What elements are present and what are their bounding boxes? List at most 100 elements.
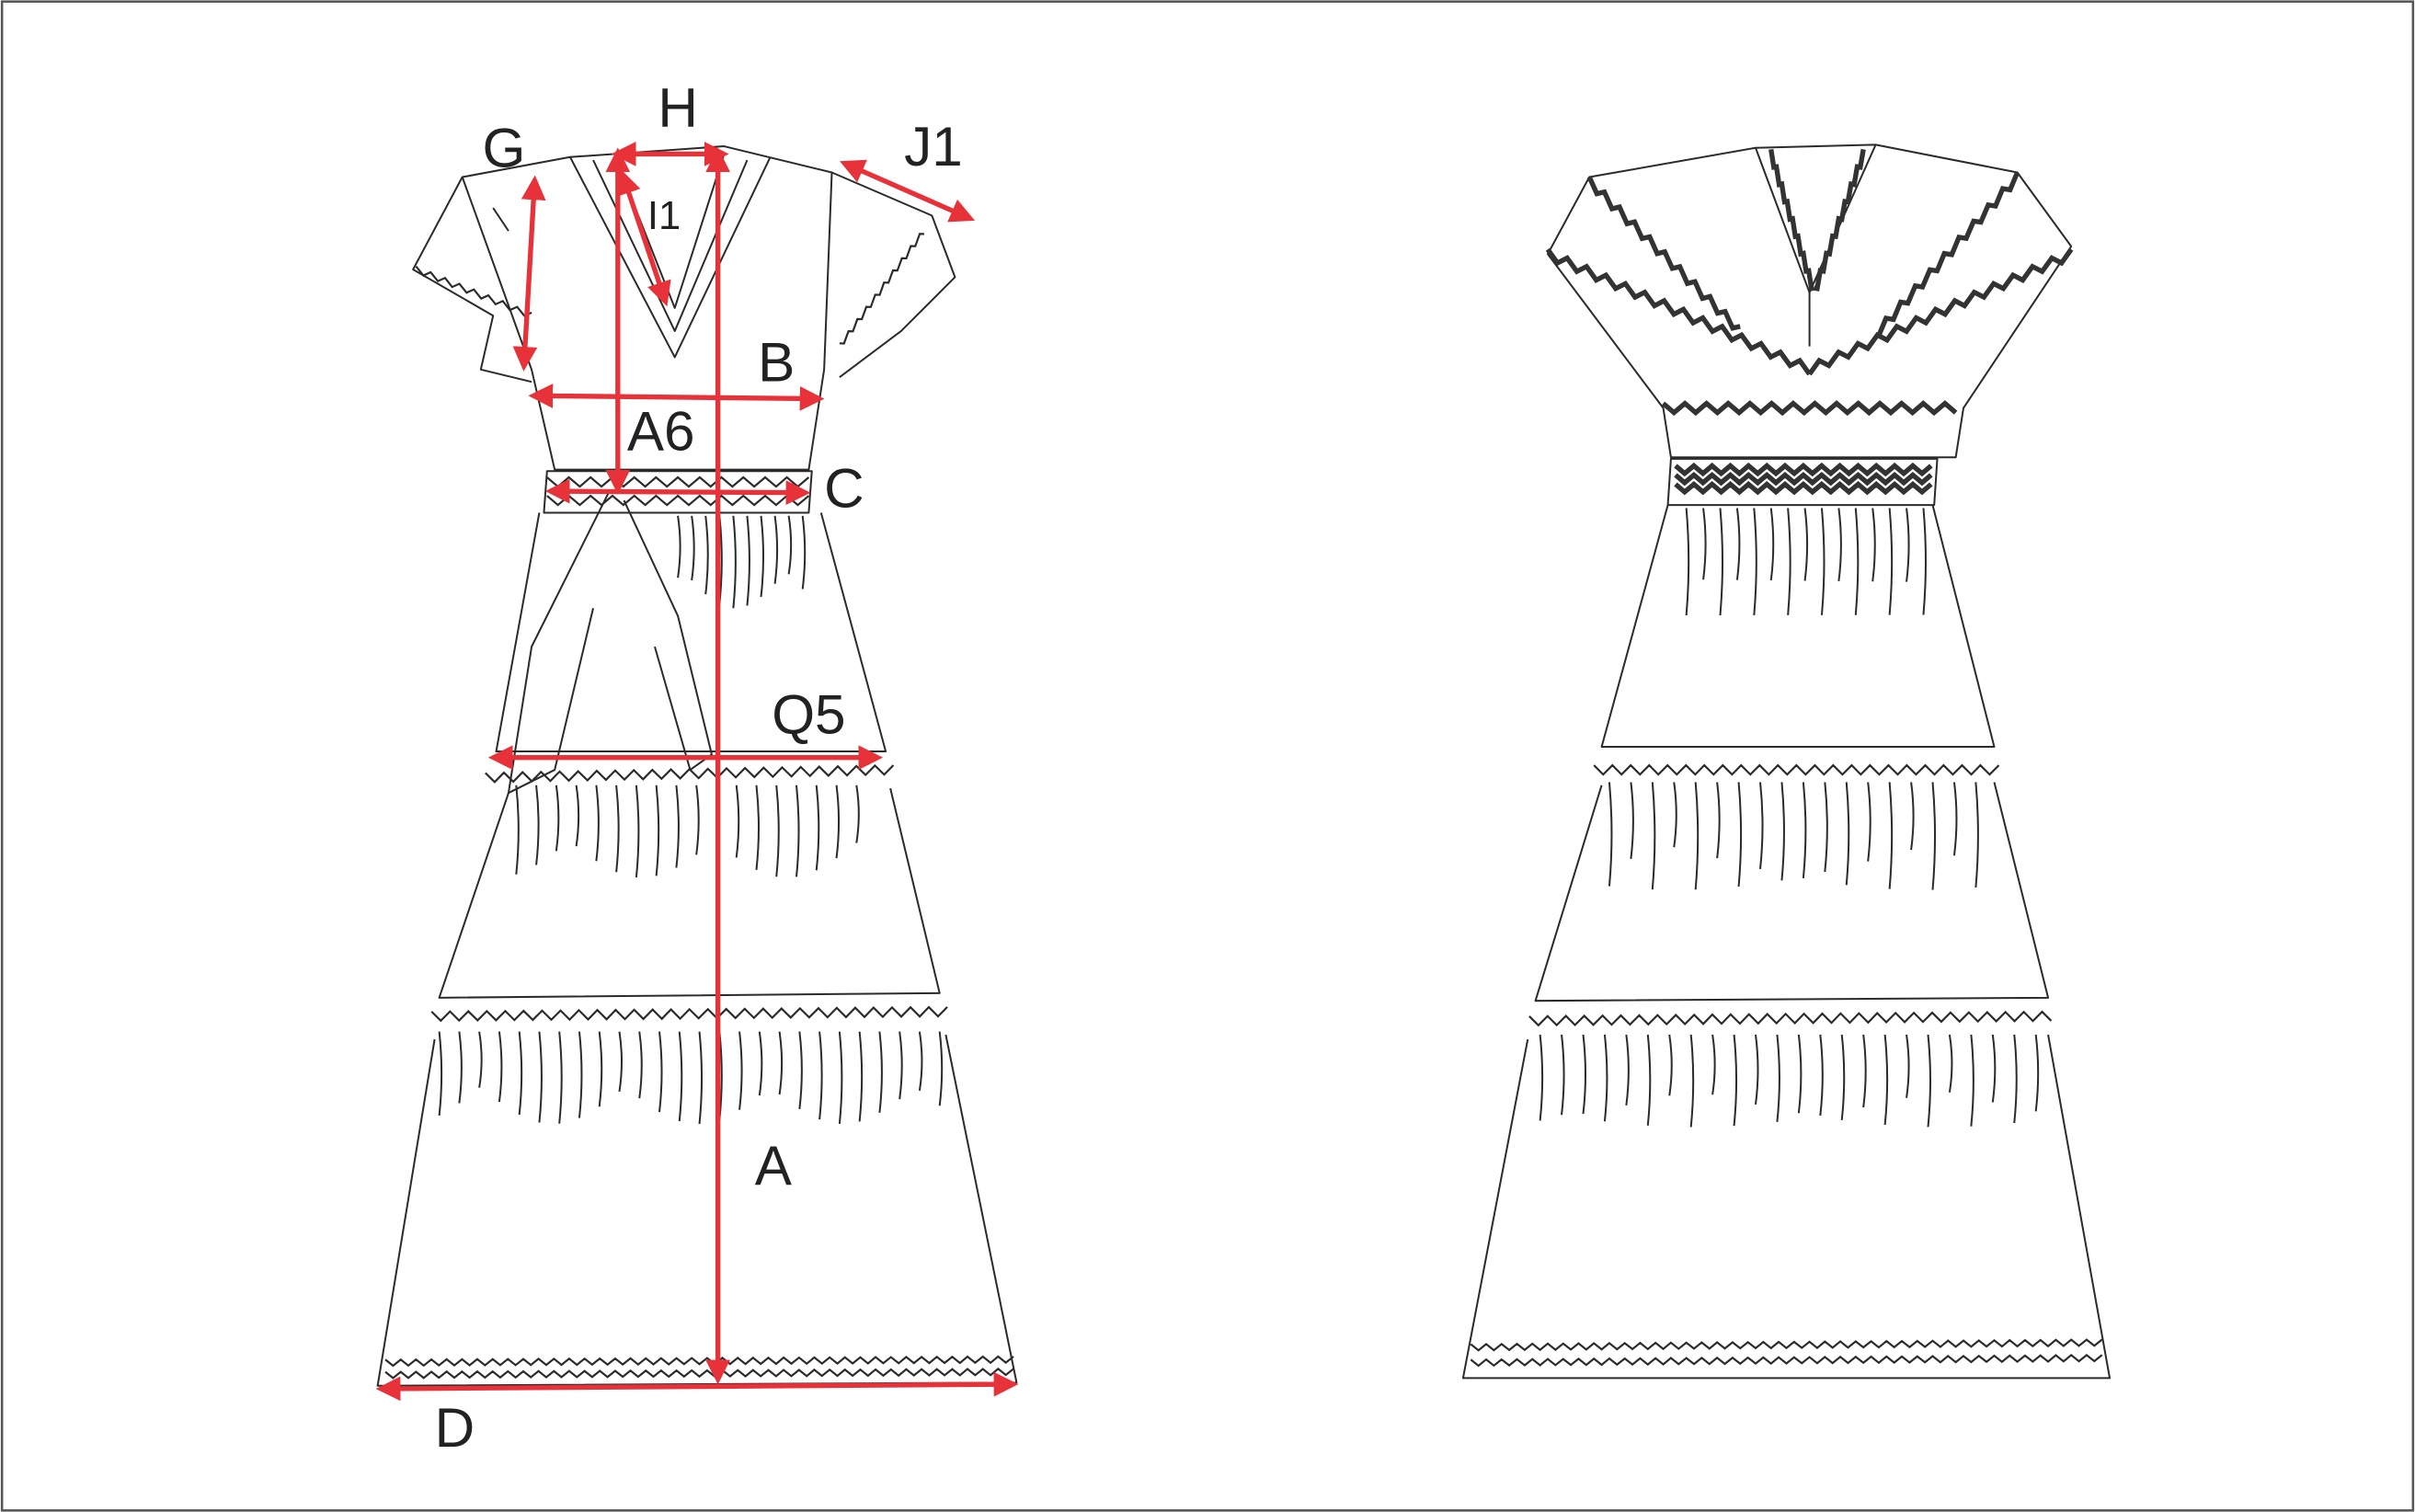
gather-line [815, 785, 820, 871]
belt-smocking [1674, 462, 1933, 477]
back-skirt-tier1 [1600, 504, 1996, 748]
back-belt [1666, 457, 1939, 507]
gather-line [1780, 782, 1785, 881]
gather-line [855, 785, 860, 843]
arrow-D [375, 1371, 1019, 1402]
gather-line [1719, 508, 1723, 616]
gather-line [1561, 1034, 1565, 1116]
gather-line [1819, 1034, 1824, 1117]
gather-line [1803, 508, 1809, 581]
gather-line [535, 785, 540, 865]
gather-line [1970, 1034, 1974, 1127]
label-G: G [482, 117, 525, 179]
front-skirt-tier2 [438, 787, 941, 999]
gather-line [1922, 508, 1927, 615]
sleeve-ruffle [839, 233, 924, 345]
gather-line [735, 785, 740, 858]
gather-line [538, 1031, 543, 1123]
gather-line [675, 785, 680, 868]
gather-line [1673, 782, 1677, 848]
gather-line [898, 1031, 903, 1100]
gather-line [678, 1031, 683, 1122]
gather-line [878, 1031, 883, 1114]
gather-line [1797, 1034, 1803, 1114]
gather-line [1769, 508, 1775, 581]
gather-line [1753, 508, 1757, 616]
center-ruffle [1814, 148, 1866, 292]
gather-line [635, 785, 640, 878]
gather-line [2013, 1034, 2018, 1124]
tier-ruffle [1528, 1010, 2053, 1027]
tier-ruffle [430, 1005, 948, 1023]
gather-line [1927, 1034, 1931, 1128]
gather-line [1754, 1034, 1759, 1105]
gather-line [918, 1031, 923, 1092]
gather-line [773, 515, 779, 584]
gather-line [818, 1031, 823, 1120]
gather-line [838, 1031, 843, 1125]
gather-line [1888, 782, 1894, 889]
gather-line [1716, 782, 1721, 859]
gather-line [798, 1031, 803, 1109]
gather-line [638, 1031, 643, 1099]
gather-line [615, 785, 620, 873]
gather-line [555, 785, 560, 852]
gather-line [1931, 782, 1937, 890]
gather-line [1603, 1034, 1608, 1122]
gather-line [578, 1031, 583, 1118]
collar-ruffle [1807, 247, 2074, 376]
gather-line [458, 1031, 463, 1104]
gather-line [478, 1031, 483, 1088]
gather-line [795, 785, 800, 877]
collar-ruffle [1545, 247, 1812, 376]
gather-line [677, 515, 681, 578]
belt-smocking [546, 475, 810, 488]
gather-line [1582, 1034, 1587, 1115]
label-A6: A6 [627, 400, 695, 463]
gather-line [1733, 1034, 1738, 1127]
gather-line [1845, 782, 1850, 886]
back-skirt-tier3 [1461, 1034, 2112, 1380]
gather-line [1948, 1034, 1953, 1093]
collar-ruffle [1876, 171, 2020, 337]
arrow-J1 [839, 159, 976, 223]
gather-line [1952, 782, 1958, 856]
gather-line [732, 515, 737, 609]
gather-line [775, 785, 780, 877]
gather-line [787, 515, 793, 575]
back-view [1461, 143, 2112, 1380]
gather-line [1776, 1034, 1780, 1122]
gather-line [1735, 508, 1741, 580]
gather-line [1837, 508, 1842, 581]
tier-ruffle [1593, 763, 2000, 776]
gather-line [1824, 782, 1828, 873]
gather-line [2034, 1034, 2040, 1112]
belt-smocking [1674, 471, 1933, 487]
belt-smocking [1674, 481, 1933, 496]
gather-line [691, 515, 695, 581]
label-J1: J1 [904, 115, 963, 178]
gather-line [760, 515, 765, 598]
gather-line [1883, 1034, 1889, 1126]
gather-line [595, 785, 600, 862]
collar-ruffle [1586, 176, 1741, 331]
gather-line [1906, 1034, 1910, 1098]
gather-line [1625, 1034, 1630, 1105]
arrow-B [528, 384, 825, 411]
gather-line [658, 1031, 663, 1113]
measurement-labels: G H J1 I1 B A6 C Q5 A D [435, 76, 963, 1459]
gather-line [755, 785, 760, 870]
center-ruffle [1768, 148, 1815, 292]
gather-line [1991, 1034, 1997, 1103]
gather-line [1854, 508, 1860, 615]
gather-line [1862, 1034, 1867, 1108]
arrow-C [544, 478, 811, 505]
gather-line [835, 785, 841, 859]
label-H: H [658, 76, 698, 139]
collar-ruffle [1661, 400, 1958, 417]
gather-line [518, 1031, 523, 1116]
gather-line [618, 1031, 623, 1093]
gather-line [1539, 1034, 1544, 1121]
